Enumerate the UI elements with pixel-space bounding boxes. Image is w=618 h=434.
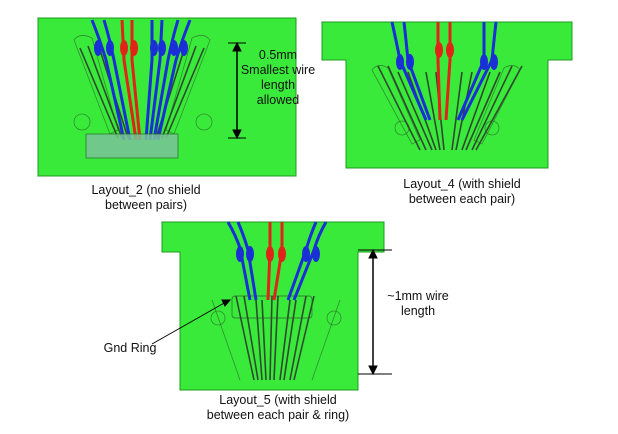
layout-2-board bbox=[37, 17, 297, 177]
layout-5-board bbox=[161, 221, 385, 391]
layout-2-wires bbox=[90, 19, 192, 141]
layout-2-caption-line: between pairs) bbox=[105, 198, 187, 212]
layout-4-caption: Layout_4 (with shield between each pair) bbox=[372, 177, 552, 207]
layout-4-board bbox=[321, 21, 573, 169]
layout-5-caption-line: between each pair & ring) bbox=[206, 408, 350, 422]
layout-4-caption-line: between each pair) bbox=[408, 192, 516, 206]
layout-2-dimension-arrow bbox=[228, 41, 246, 140]
layout-2-annotation-line: length bbox=[260, 78, 296, 92]
layout-5-dimension-arrow bbox=[358, 248, 392, 376]
layout-4-caption-line: Layout_4 (with shield bbox=[403, 177, 521, 191]
layout-2-annotation-line: 0.5mm bbox=[258, 48, 298, 62]
layout-5-caption-line: Layout_5 (with shield bbox=[219, 393, 337, 407]
layout-2-annotation-line: allowed bbox=[256, 93, 300, 107]
layout-5-caption: Layout_5 (with shield between each pair … bbox=[178, 393, 378, 423]
gnd-ring-label: Gnd Ring bbox=[103, 341, 157, 355]
layout-5-annotation: ~1mm wire length bbox=[380, 289, 456, 319]
layout-2-die-block bbox=[85, 133, 179, 159]
layout-5-wires bbox=[226, 221, 328, 301]
layout-2-caption-line: Layout_2 (no shield bbox=[91, 183, 201, 197]
layout-5-annotation-line: ~1mm wire bbox=[387, 289, 449, 303]
layout-2-annotation: 0.5mm Smallest wire length allowed bbox=[238, 48, 318, 108]
gnd-ring-leader-line bbox=[151, 299, 232, 345]
layout-4-wires bbox=[390, 21, 498, 121]
layout-2-caption: Layout_2 (no shield between pairs) bbox=[58, 183, 234, 213]
layout-2-annotation-line: Smallest wire bbox=[240, 63, 316, 77]
layout-5-annotation-line: length bbox=[400, 304, 436, 318]
